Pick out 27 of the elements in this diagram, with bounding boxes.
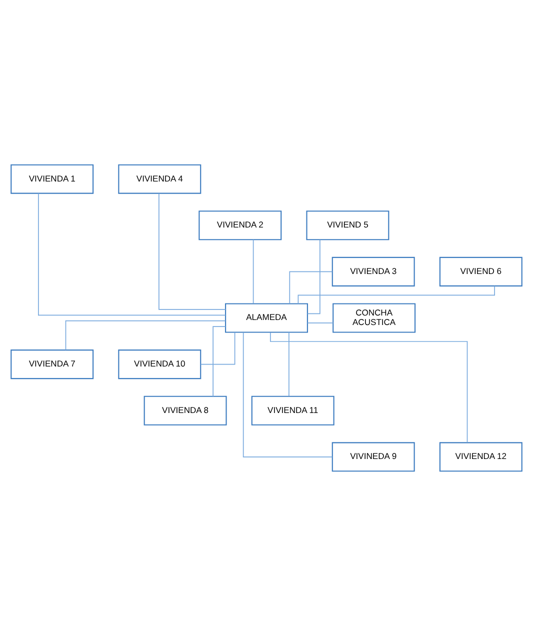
node-box: VIVIENDA 8 [144,395,227,425]
node-box: VIVIENDA 7 [10,349,94,379]
connector [298,285,495,304]
connector [212,326,226,396]
connector [307,322,334,323]
node-box: VIVIENDA 3 [332,256,415,286]
connector [200,331,236,364]
node-box: VIVIENDA 11 [251,395,334,425]
node-box: VIVIEND 6 [439,256,522,286]
connector [65,320,226,350]
node-box: VIVIENDA 1 [10,164,94,194]
connector [242,331,333,457]
connector [307,238,320,314]
node-box: VIVIENDA 2 [198,210,282,240]
connector [288,331,290,396]
node-box: VIVIENDA 10 [118,349,202,379]
node-box: ALAMEDA [225,302,308,332]
node-box: VIVINEDA 9 [332,442,415,472]
node-box: VIVIEND 5 [306,210,390,240]
connector [38,192,226,316]
connector [252,238,254,304]
connector [158,192,226,310]
connector [270,332,468,442]
node-box: VIVIENDA 4 [118,164,202,194]
node-box: VIVIENDA 12 [439,442,522,472]
node-box: CONCHA ACUSTICA [332,302,416,332]
connector [289,270,333,304]
